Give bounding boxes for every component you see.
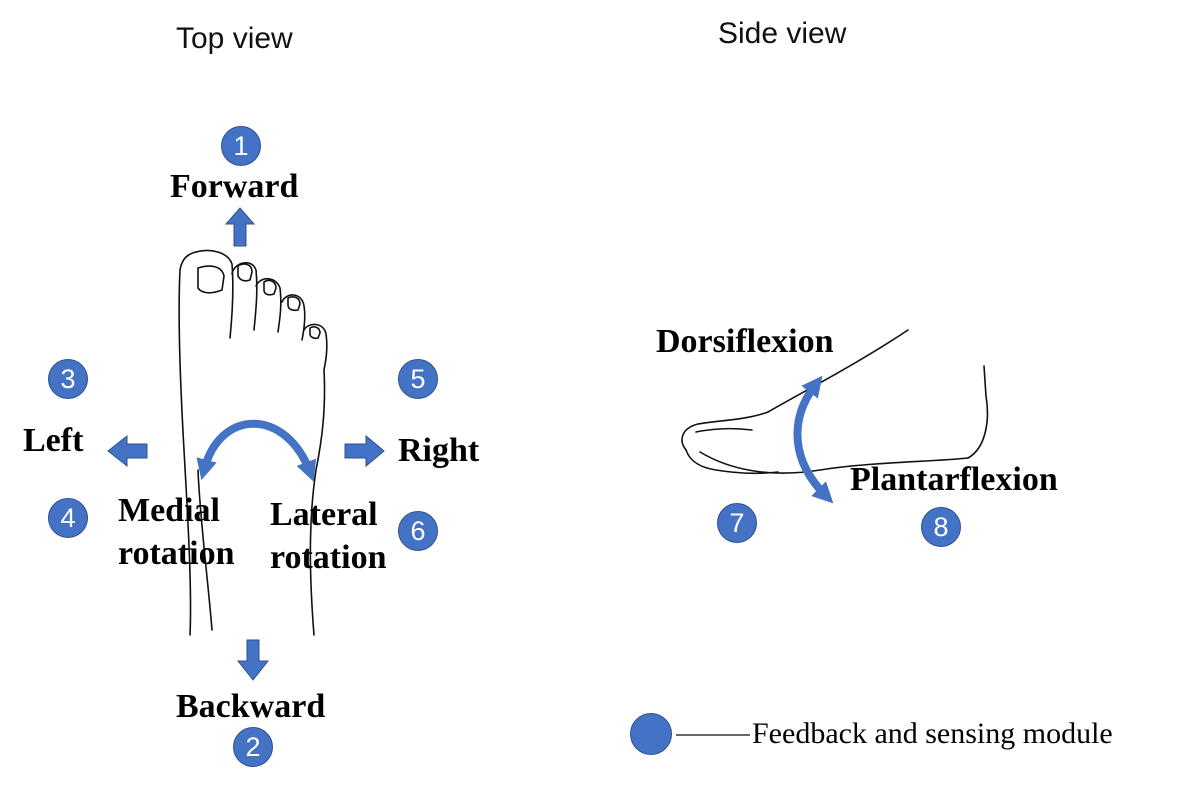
medial-rotation-line-1: Medial (118, 492, 220, 529)
flexion-arrow (793, 375, 834, 504)
module-badge-1: 1 (221, 126, 261, 166)
module-badge-6: 6 (398, 511, 438, 551)
legend-module-dot (630, 713, 672, 755)
big-toe (195, 249, 234, 339)
top-view-title: Top view (176, 22, 293, 55)
lateral-rotation-line-2: rotation (270, 538, 387, 576)
rotation-arrow (196, 419, 317, 482)
medial-rotation-label: Medial rotation (118, 490, 234, 575)
module-badge-8: 8 (921, 507, 961, 547)
side-view-title: Side view (718, 17, 847, 50)
plantarflexion-label: Plantarflexion (850, 461, 1058, 498)
left-label: Left (23, 422, 84, 459)
top-view-foot-outline (178, 249, 328, 636)
legend-text: Feedback and sensing module (752, 717, 1113, 750)
lateral-rotation-label: Lateral rotation (270, 494, 386, 579)
module-badge-3: 3 (48, 359, 88, 399)
toe-line (695, 427, 753, 433)
heel-contour (967, 365, 989, 459)
backward-arrow (236, 639, 270, 681)
ankle-contour (197, 469, 213, 631)
fourth-toenail (287, 296, 301, 312)
fifth-toenail (309, 326, 321, 340)
toe-tip-contour (685, 449, 779, 475)
fifth-toe (303, 323, 328, 371)
right-label: Right (398, 432, 480, 469)
module-badge-7: 7 (717, 503, 757, 543)
backward-label: Backward (176, 688, 326, 725)
third-toe (255, 277, 282, 333)
fourth-toe (281, 294, 306, 341)
forward-label: Forward (170, 168, 299, 205)
third-toenail (263, 279, 277, 296)
second-toe (231, 262, 258, 331)
medial-rotation-line-2: rotation (118, 534, 235, 572)
lateral-rotation-line-1: Lateral (270, 496, 378, 533)
forward-arrow (224, 207, 256, 247)
left-arrow (107, 434, 148, 468)
module-badge-5: 5 (398, 359, 438, 399)
foot-top-contour (681, 329, 909, 451)
second-toenail (237, 263, 253, 282)
foot-medial-edge (178, 251, 197, 636)
top-view-arrows (107, 207, 385, 681)
big-toenail (197, 265, 225, 294)
dorsiflexion-label: Dorsiflexion (656, 323, 834, 360)
module-badge-2: 2 (233, 727, 273, 767)
module-badge-4: 4 (48, 498, 88, 538)
right-arrow (344, 434, 385, 468)
